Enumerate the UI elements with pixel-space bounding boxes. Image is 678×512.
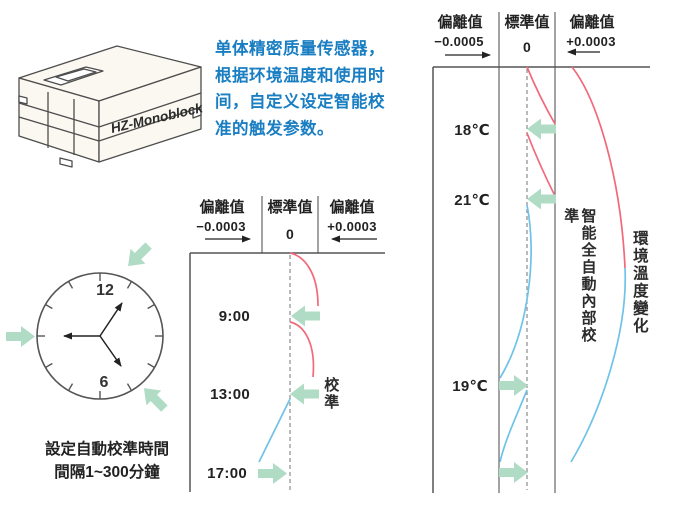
clock-caption-line1: 設定自動校準時間 bbox=[44, 441, 169, 458]
time-chart-left-value: −0.0003 bbox=[196, 219, 246, 234]
time-row-0900: 9:00 bbox=[218, 308, 250, 325]
environment-temp-curve-red bbox=[571, 66, 626, 269]
temp-chart-right-value: +0.0003 bbox=[566, 34, 616, 49]
green-arrow-icon bbox=[143, 388, 168, 412]
time-chart-curves bbox=[258, 252, 319, 463]
green-arrow-icon bbox=[6, 326, 35, 347]
temp-chart-left-value: −0.0005 bbox=[434, 34, 484, 49]
calibration-label: 校準 bbox=[322, 377, 340, 411]
clock-hands bbox=[63, 302, 123, 367]
device-illustration: HZ-Monoblock bbox=[18, 45, 205, 168]
green-arrow-icon bbox=[258, 463, 287, 484]
environment-change-label: 環境溫度變化 bbox=[630, 230, 648, 335]
temp-chart-header-arrows bbox=[445, 48, 600, 59]
time-chart-left-title: 偏離值 bbox=[199, 199, 245, 216]
green-arrow-icon bbox=[499, 375, 528, 396]
intro-text: 单体精密质量传感器，根据环境温度和使用时间，自定义设定智能校准的触发参数。 bbox=[215, 40, 385, 139]
clock-icon: 12 6 bbox=[6, 242, 168, 412]
temp-chart-center-value: 0 bbox=[522, 39, 532, 55]
temp-chart-curves bbox=[499, 66, 627, 463]
temp-row-21c: 21℃ bbox=[454, 192, 490, 209]
drift-curve-red bbox=[289, 252, 319, 307]
temp-chart-frame bbox=[432, 12, 650, 493]
drift-curve-blue bbox=[499, 389, 528, 463]
temp-chart-left-title: 偏離值 bbox=[437, 14, 483, 31]
environment-temp-curve-blue bbox=[570, 267, 627, 463]
time-chart-center-value: 0 bbox=[285, 226, 295, 242]
internal-calibration-label: 智能全自動內部校準 bbox=[562, 208, 597, 344]
time-chart-right-title: 偏離值 bbox=[329, 199, 375, 216]
green-arrow-icon bbox=[128, 242, 152, 267]
green-arrow-icon bbox=[527, 118, 556, 140]
clock-trigger-arrows bbox=[6, 242, 168, 412]
clock-ticks bbox=[37, 273, 163, 399]
time-chart-frame bbox=[189, 196, 385, 492]
green-arrow-icon bbox=[527, 188, 556, 210]
temp-row-18c: 18℃ bbox=[454, 122, 490, 139]
drift-curve-red bbox=[289, 321, 315, 378]
time-row-1300: 13:00 bbox=[210, 386, 250, 403]
temp-chart-calibration-arrows bbox=[499, 118, 556, 483]
drift-curve-blue bbox=[258, 398, 291, 463]
green-arrow-icon bbox=[291, 305, 320, 327]
temp-chart-center-title: 標準值 bbox=[504, 14, 550, 31]
temp-row-19c: 19℃ bbox=[452, 378, 488, 395]
clock-numeral-6: 6 bbox=[100, 374, 109, 391]
temp-chart-right-title: 偏離值 bbox=[569, 14, 615, 31]
clock-caption-line2: 間隔1~300分鐘 bbox=[54, 464, 160, 481]
green-arrow-icon bbox=[290, 383, 319, 405]
drift-curve-blue bbox=[499, 204, 532, 379]
time-chart-right-value: +0.0003 bbox=[327, 219, 377, 234]
clock-numeral-12: 12 bbox=[96, 282, 114, 299]
drift-curve-red bbox=[526, 132, 556, 197]
time-row-1700: 17:00 bbox=[207, 465, 247, 482]
time-chart-center-title: 標準值 bbox=[267, 199, 313, 216]
drift-curve-red bbox=[526, 66, 556, 125]
time-chart-calibration-arrows bbox=[258, 305, 320, 484]
green-arrow-icon bbox=[499, 462, 528, 483]
